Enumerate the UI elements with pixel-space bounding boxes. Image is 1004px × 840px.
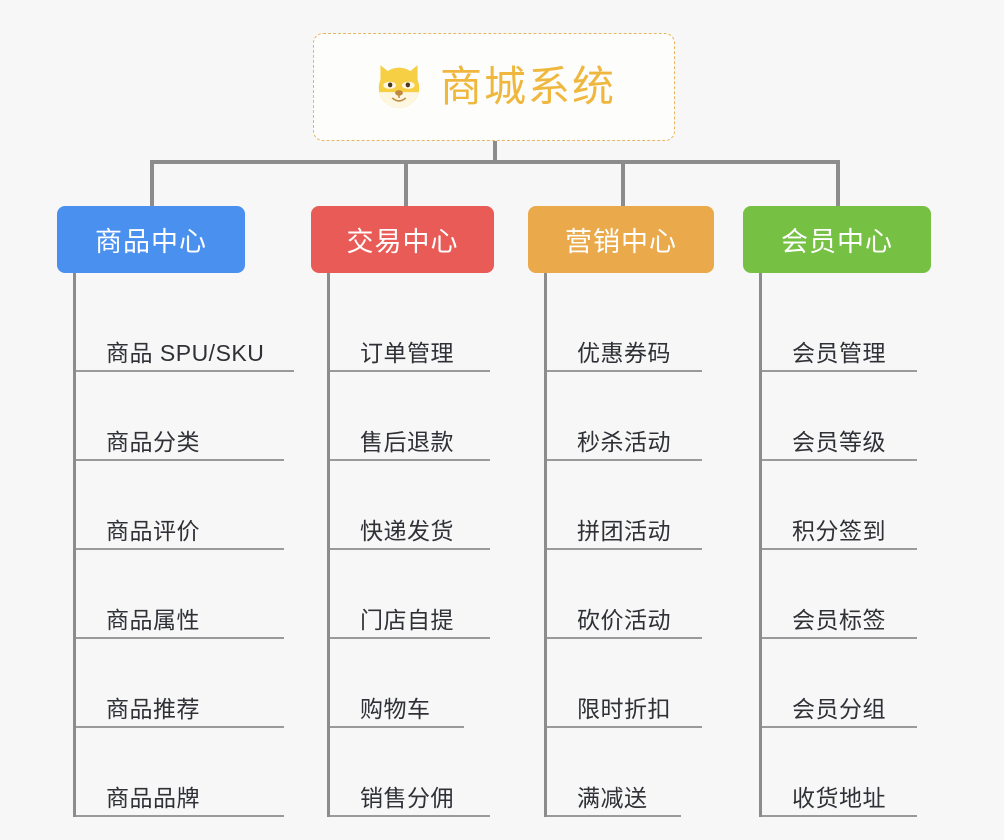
list-item[interactable]: 售后退款 (330, 372, 490, 461)
branch-items-product-center: 商品 SPU/SKU 商品分类 商品评价 商品属性 商品推荐 商品品牌 (73, 273, 294, 817)
list-item[interactable]: 商品属性 (76, 550, 284, 639)
list-item[interactable]: 会员分组 (762, 639, 917, 728)
list-item-label: 会员标签 (792, 607, 886, 634)
list-item-label: 满减送 (577, 785, 648, 812)
list-item-label: 会员管理 (792, 340, 886, 367)
dog-face-icon (378, 65, 420, 109)
list-item-label: 会员等级 (792, 429, 886, 456)
list-item[interactable]: 收货地址 (762, 728, 917, 817)
list-item[interactable]: 购物车 (330, 639, 464, 728)
list-item[interactable]: 会员标签 (762, 550, 917, 639)
list-item[interactable]: 商品评价 (76, 461, 284, 550)
root-label: 商城系统 (439, 63, 616, 110)
list-item[interactable]: 销售分佣 (330, 728, 490, 817)
branch-trade-center: 交易中心 订单管理 售后退款 快递发货 门店自提 购物车 销售分佣 (311, 206, 494, 817)
list-item-label: 砍价活动 (577, 607, 671, 634)
list-item-label: 门店自提 (360, 607, 454, 634)
list-item[interactable]: 会员管理 (762, 283, 917, 372)
category-label: 商品中心 (95, 227, 207, 257)
list-item-label: 商品品牌 (106, 785, 200, 812)
list-item-label: 商品评价 (106, 518, 200, 545)
branch-items-member-center: 会员管理 会员等级 积分签到 会员标签 会员分组 收货地址 (759, 273, 931, 817)
connector-horizontal-bus (150, 160, 840, 164)
list-item[interactable]: 商品推荐 (76, 639, 284, 728)
list-item-label: 商品属性 (106, 607, 200, 634)
list-item[interactable]: 拼团活动 (547, 461, 702, 550)
list-item-label: 收货地址 (792, 785, 886, 812)
category-label: 营销中心 (565, 227, 677, 257)
list-item-label: 会员分组 (792, 696, 886, 723)
list-item[interactable]: 会员等级 (762, 372, 917, 461)
branch-member-center: 会员中心 会员管理 会员等级 积分签到 会员标签 会员分组 收货地址 (743, 206, 931, 817)
list-item-label: 商品分类 (106, 429, 200, 456)
list-item[interactable]: 门店自提 (330, 550, 490, 639)
list-item[interactable]: 商品分类 (76, 372, 284, 461)
list-item[interactable]: 积分签到 (762, 461, 917, 550)
list-item-label: 优惠券码 (577, 340, 671, 367)
list-item-label: 商品 SPU/SKU (106, 340, 265, 367)
root-node[interactable]: 商城系统 (313, 33, 675, 141)
category-header-marketing-center[interactable]: 营销中心 (528, 206, 714, 273)
connector-drop-trade-center (404, 160, 408, 207)
list-item[interactable]: 订单管理 (330, 283, 490, 372)
list-item-label: 限时折扣 (577, 696, 671, 723)
branch-product-center: 商品中心 商品 SPU/SKU 商品分类 商品评价 商品属性 商品推荐 商品品牌 (57, 206, 294, 817)
list-item[interactable]: 满减送 (547, 728, 681, 817)
list-item-label: 购物车 (360, 696, 431, 723)
list-item-label: 订单管理 (360, 340, 454, 367)
list-item-label: 快递发货 (360, 518, 454, 545)
connector-drop-member-center (836, 160, 840, 207)
list-item-label: 积分签到 (792, 518, 886, 545)
list-item-label: 销售分佣 (360, 785, 454, 812)
list-item-label: 秒杀活动 (577, 429, 671, 456)
list-item[interactable]: 商品 SPU/SKU (76, 283, 294, 372)
connector-drop-marketing-center (621, 160, 625, 207)
branch-items-marketing-center: 优惠券码 秒杀活动 拼团活动 砍价活动 限时折扣 满减送 (544, 273, 714, 817)
list-item-label: 商品推荐 (106, 696, 200, 723)
category-header-member-center[interactable]: 会员中心 (743, 206, 931, 273)
list-item-label: 拼团活动 (577, 518, 671, 545)
branch-items-trade-center: 订单管理 售后退款 快递发货 门店自提 购物车 销售分佣 (327, 273, 494, 817)
category-header-trade-center[interactable]: 交易中心 (311, 206, 494, 273)
list-item[interactable]: 秒杀活动 (547, 372, 702, 461)
list-item[interactable]: 优惠券码 (547, 283, 702, 372)
connector-drop-product-center (150, 160, 154, 207)
list-item[interactable]: 砍价活动 (547, 550, 702, 639)
category-header-product-center[interactable]: 商品中心 (57, 206, 245, 273)
list-item[interactable]: 限时折扣 (547, 639, 702, 728)
list-item[interactable]: 商品品牌 (76, 728, 284, 817)
connector-root-stem (493, 141, 497, 163)
branch-marketing-center: 营销中心 优惠券码 秒杀活动 拼团活动 砍价活动 限时折扣 满减送 (528, 206, 714, 817)
category-label: 交易中心 (346, 227, 459, 257)
list-item[interactable]: 快递发货 (330, 461, 490, 550)
category-label: 会员中心 (781, 227, 893, 257)
list-item-label: 售后退款 (360, 429, 454, 456)
